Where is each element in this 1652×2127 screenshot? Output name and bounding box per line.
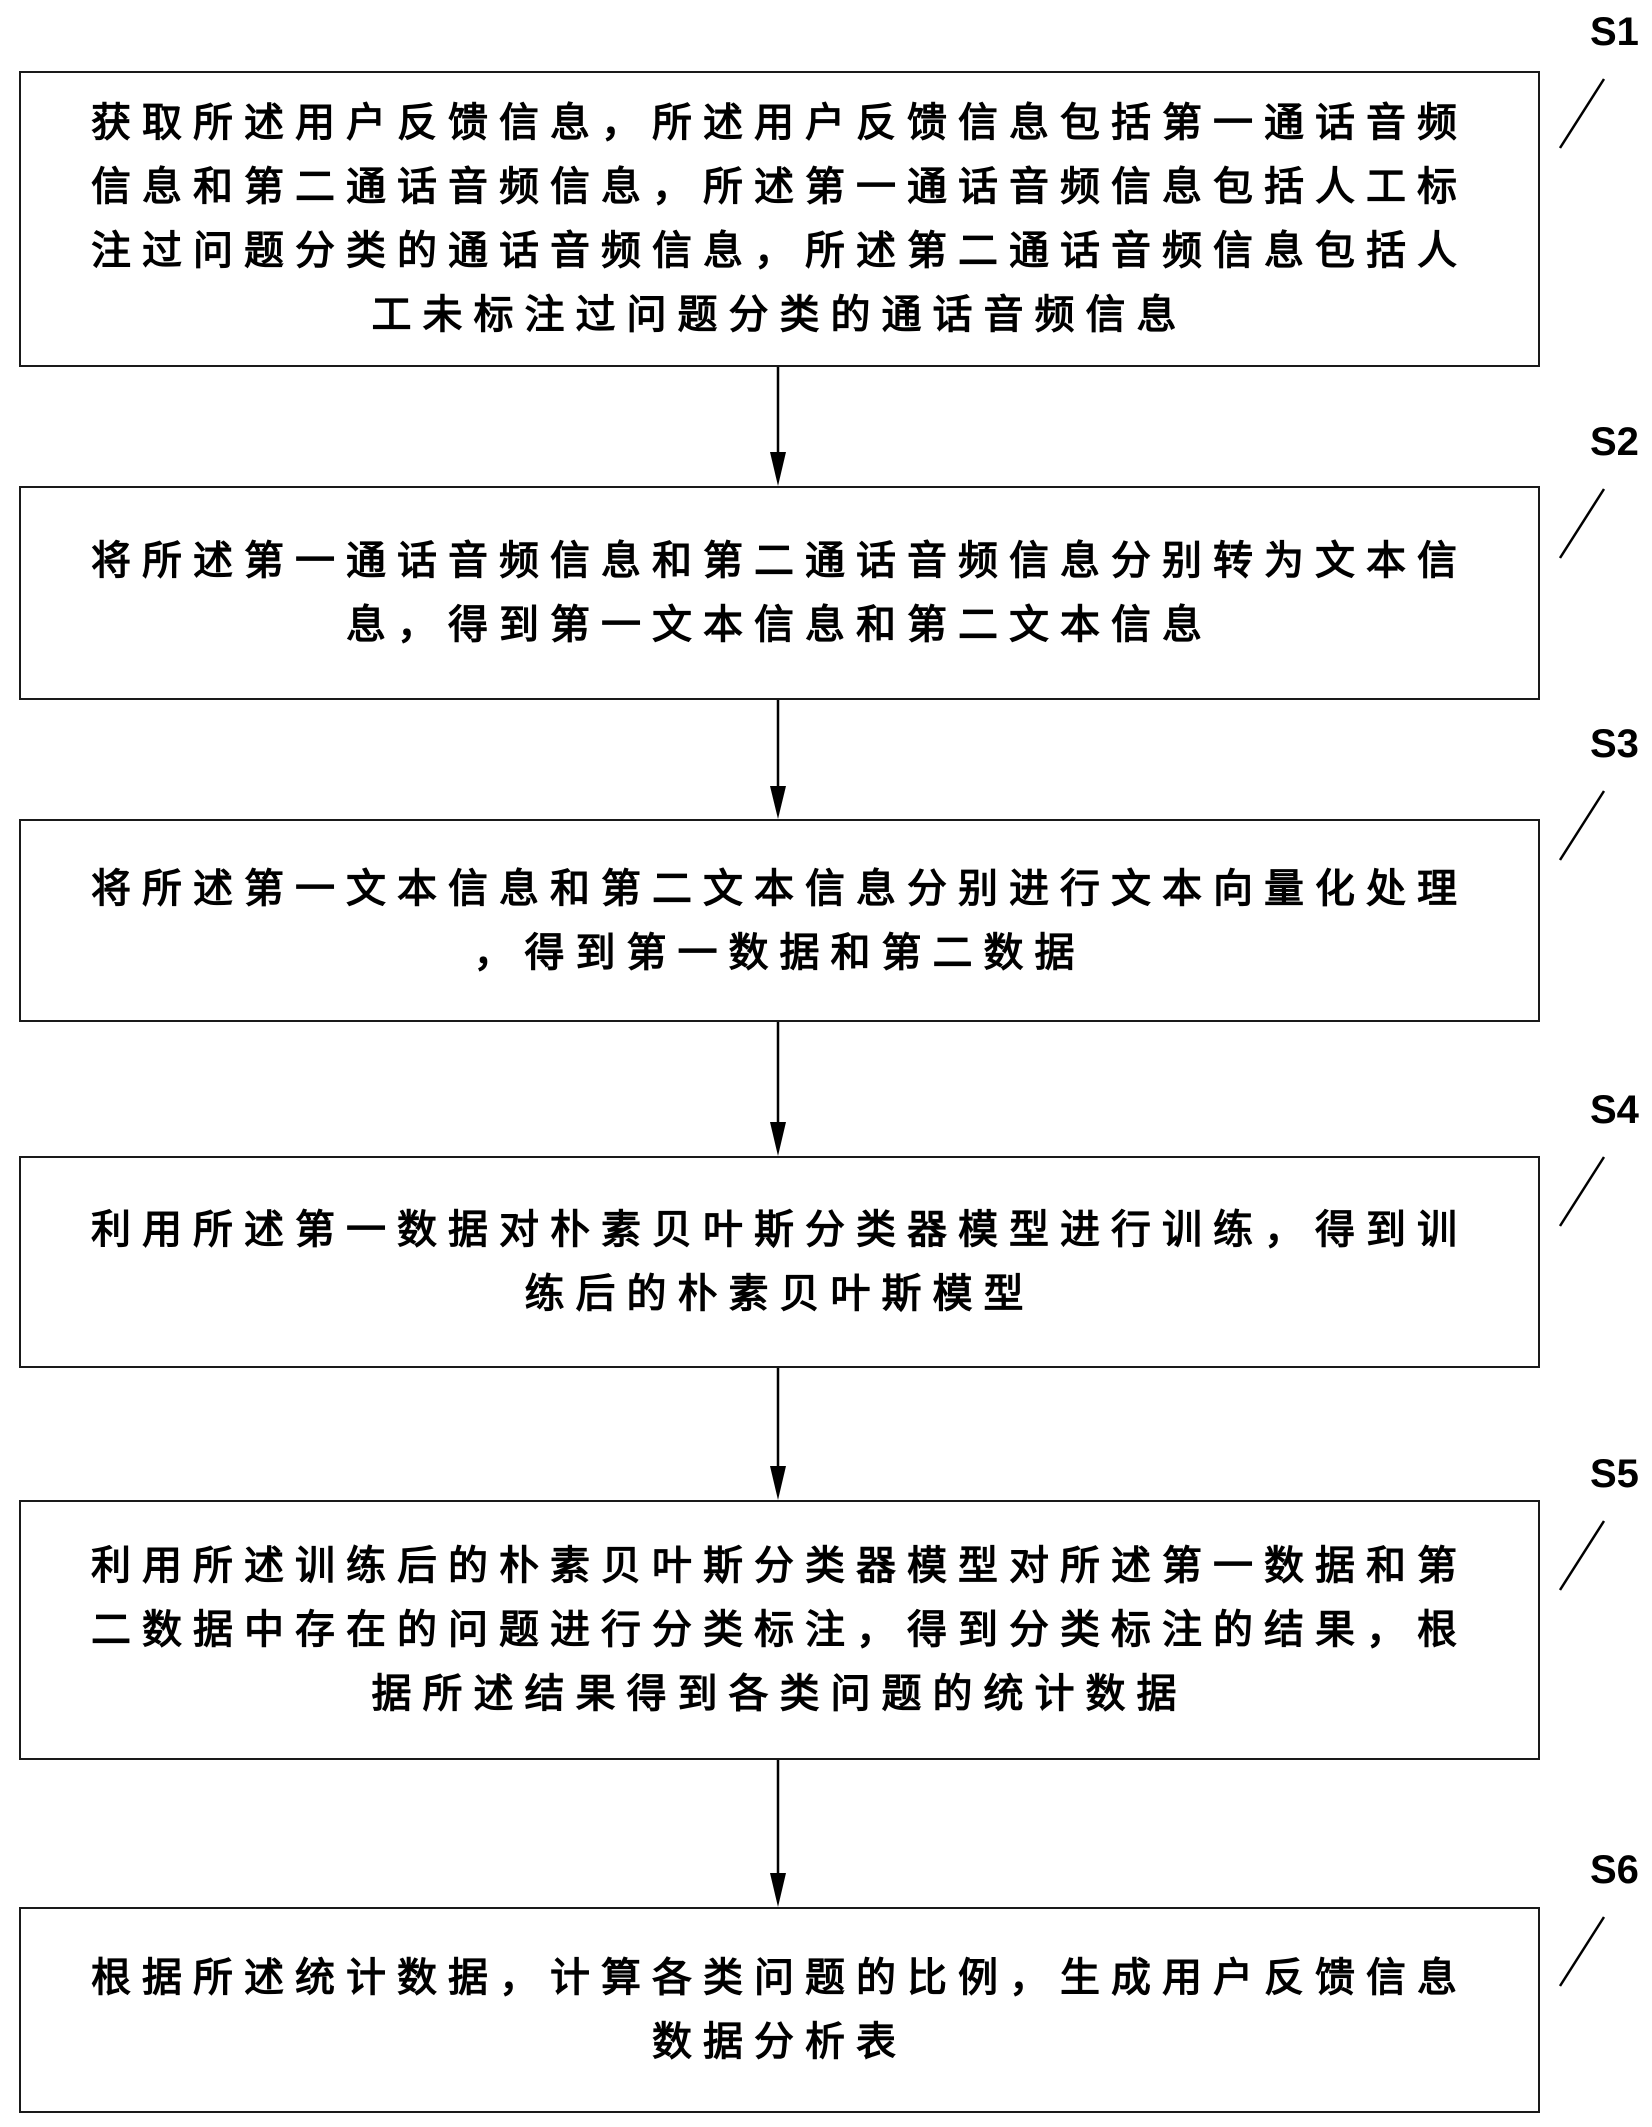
leader-line-s2 (1558, 488, 1606, 559)
step-label-s6: S6 (1590, 1848, 1639, 1892)
step-text-line: 练后的朴素贝叶斯模型 (524, 1271, 1035, 1317)
step-text-line: 获取所述用户反馈信息，所述用户反馈信息包括第一通话音频 (91, 100, 1468, 146)
arrow-s2-s3 (770, 700, 786, 819)
arrow-s5-s6 (770, 1760, 786, 1907)
arrow-s4-s5 (770, 1368, 786, 1500)
step-box-s4: 利用所述第一数据对朴素贝叶斯分类器模型进行训练，得到训 练后的朴素贝叶斯模型 (19, 1156, 1540, 1368)
step-label-s3: S3 (1590, 722, 1639, 766)
leader-line-s1 (1558, 78, 1606, 149)
step-text-line: 利用所述第一数据对朴素贝叶斯分类器模型进行训练，得到训 (91, 1207, 1468, 1253)
leader-line-s5 (1558, 1520, 1606, 1591)
step-text-line: 利用所述训练后的朴素贝叶斯分类器模型对所述第一数据和第 (91, 1543, 1468, 1589)
leader-line-s6 (1558, 1916, 1606, 1987)
step-label-s1: S1 (1590, 10, 1639, 54)
step-text-line: 据所述结果得到各类问题的统计数据 (371, 1671, 1188, 1717)
step-text-line: ，得到第一数据和第二数据 (473, 929, 1086, 976)
step-text-s4: 利用所述第一数据对朴素贝叶斯分类器模型进行训练，得到训 练后的朴素贝叶斯模型 (71, 1198, 1488, 1326)
step-text-line: 工未标注过问题分类的通话音频信息 (371, 292, 1188, 338)
step-box-s2: 将所述第一通话音频信息和第二通话音频信息分别转为文本信 息，得到第一文本信息和第… (19, 486, 1540, 700)
step-box-s3: 将所述第一文本信息和第二文本信息分别进行文本向量化处理 ，得到第一数据和第二数据 (19, 819, 1540, 1022)
step-text-line: 将所述第一通话音频信息和第二通话音频信息分别转为文本信 (91, 538, 1468, 584)
step-text-line: 信息和第二通话音频信息，所述第一通话音频信息包括人工标 (91, 164, 1468, 210)
leader-line-s3 (1558, 790, 1606, 861)
step-text-s1: 获取所述用户反馈信息，所述用户反馈信息包括第一通话音频 信息和第二通话音频信息，… (71, 91, 1488, 347)
step-label-s4: S4 (1590, 1088, 1639, 1132)
step-text-line: 注过问题分类的通话音频信息，所述第二通话音频信息包括人 (91, 228, 1468, 274)
arrow-s3-s4 (770, 1022, 786, 1156)
step-label-s2: S2 (1590, 420, 1639, 464)
step-label-s5: S5 (1590, 1452, 1639, 1496)
step-text-s2: 将所述第一通话音频信息和第二通话音频信息分别转为文本信 息，得到第一文本信息和第… (71, 529, 1488, 657)
step-text-line: 二数据中存在的问题进行分类标注，得到分类标注的结果，根 (91, 1607, 1468, 1653)
step-text-line: 数据分析表 (652, 2019, 907, 2065)
arrow-s1-s2 (770, 367, 786, 486)
step-box-s5: 利用所述训练后的朴素贝叶斯分类器模型对所述第一数据和第 二数据中存在的问题进行分… (19, 1500, 1540, 1760)
leader-line-s4 (1558, 1156, 1606, 1227)
step-text-s6: 根据所述统计数据，计算各类问题的比例，生成用户反馈信息 数据分析表 (71, 1946, 1488, 2074)
step-text-line: 息，得到第一文本信息和第二文本信息 (346, 602, 1213, 648)
step-text-line: 根据所述统计数据，计算各类问题的比例，生成用户反馈信息 (91, 1955, 1468, 2001)
step-box-s1: 获取所述用户反馈信息，所述用户反馈信息包括第一通话音频 信息和第二通话音频信息，… (19, 71, 1540, 367)
step-box-s6: 根据所述统计数据，计算各类问题的比例，生成用户反馈信息 数据分析表 (19, 1907, 1540, 2113)
step-text-s5: 利用所述训练后的朴素贝叶斯分类器模型对所述第一数据和第 二数据中存在的问题进行分… (71, 1534, 1488, 1726)
step-text-s3: 将所述第一文本信息和第二文本信息分别进行文本向量化处理 ，得到第一数据和第二数据 (71, 857, 1488, 985)
step-text-line: 将所述第一文本信息和第二文本信息分别进行文本向量化处理 (91, 865, 1468, 912)
